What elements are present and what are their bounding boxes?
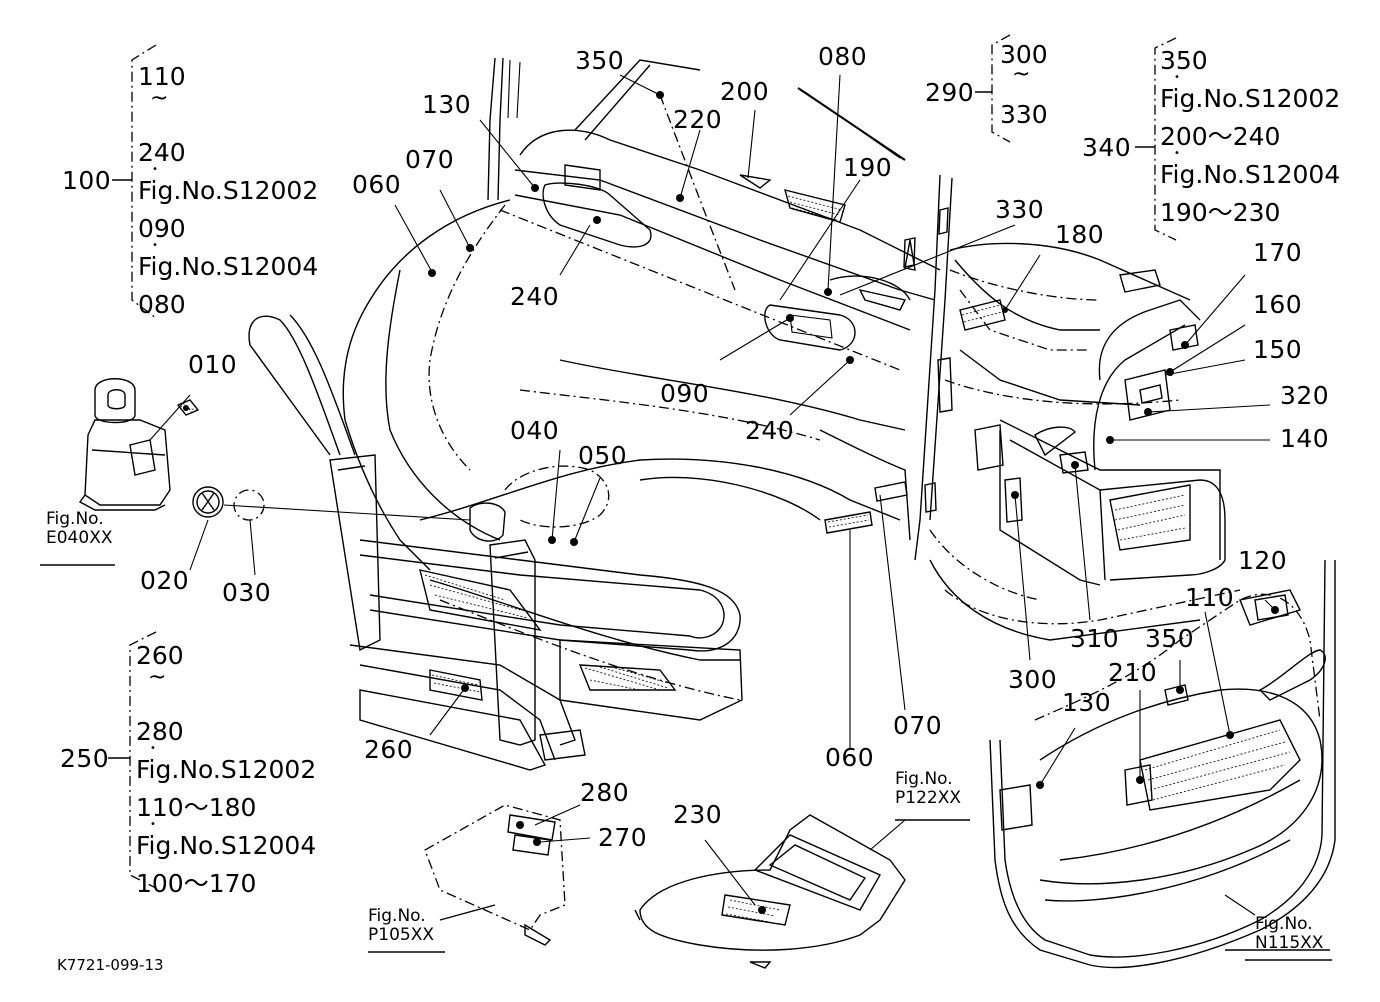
callout-190: 190 — [843, 153, 893, 182]
group-100-line-5: Fig.No.S12004 — [138, 252, 319, 281]
group-100-line-4: 090 — [138, 214, 186, 243]
callout-060-hood: 060 — [825, 743, 875, 772]
drawing-code: K7721-099-13 — [57, 956, 164, 974]
callout-350-top: 350 — [575, 46, 625, 75]
callout-130-top: 130 — [422, 90, 472, 119]
figref-e040: Fig.No. E040XX — [46, 510, 112, 548]
figref-n115-line-1: Fig.No. — [1255, 914, 1313, 934]
figref-p122-line-1: Fig.No. — [895, 769, 953, 789]
group-340-line-1: 350 — [1160, 46, 1208, 75]
group-100-line-3: Fig.No.S12002 — [138, 176, 319, 205]
figref-n115-line-2: N115XX — [1255, 933, 1324, 953]
figref-p105-line-1: Fig.No. — [368, 906, 426, 926]
group-340-list: 350 • Fig.No.S12002 200～240 • Fig.No.S12… — [1160, 46, 1341, 227]
door-part — [989, 559, 1336, 969]
bracket-340 — [1135, 37, 1177, 241]
figref-p105-line-2: P105XX — [368, 925, 434, 945]
callout-050: 050 — [578, 441, 628, 470]
figref-n115: Fig.No. N115XX — [1255, 915, 1323, 953]
group-250-line-3: Fig.No.S12002 — [136, 755, 317, 784]
callout-210: 210 — [1108, 658, 1158, 687]
callout-330: 330 — [995, 195, 1045, 224]
group-250-line-5: Fig.No.S12004 — [136, 831, 317, 860]
group-290-key: 290 — [925, 78, 975, 107]
callout-320: 320 — [1280, 381, 1330, 410]
callout-070-top: 070 — [405, 145, 455, 174]
callout-200: 200 — [720, 77, 770, 106]
group-340-line-3: 200～240 — [1160, 122, 1281, 151]
reservoir-part — [78, 378, 200, 511]
figref-p122-line-2: P122XX — [895, 788, 961, 808]
callout-020: 020 — [140, 566, 190, 595]
brush-guard — [248, 314, 741, 771]
emblem-parts — [189, 486, 471, 576]
callout-060-top: 060 — [352, 170, 402, 199]
group-340-line-2: Fig.No.S12002 — [1160, 84, 1341, 113]
group-340-line-4: Fig.No.S12004 — [1160, 160, 1341, 189]
group-290-line-2: 330 — [1000, 100, 1048, 129]
callout-markers — [183, 91, 1279, 914]
callout-240-top: 240 — [510, 282, 560, 311]
callout-170: 170 — [1253, 238, 1303, 267]
group-250-line-6: 100～170 — [136, 869, 257, 898]
group-100-line-2: 240 — [138, 138, 186, 167]
group-250-list: 260 ~ 280 • Fig.No.S12002 110～180 • Fig.… — [136, 641, 317, 898]
plate-part — [424, 804, 591, 946]
callout-160: 160 — [1253, 290, 1303, 319]
group-100-key: 100 — [62, 166, 112, 195]
panel-part — [634, 814, 970, 969]
callout-310: 310 — [1070, 624, 1120, 653]
callout-140: 140 — [1280, 424, 1330, 453]
group-340-key: 340 — [1082, 133, 1132, 162]
callout-150: 150 — [1253, 335, 1303, 364]
figref-e040-line-2: E040XX — [46, 528, 113, 548]
group-100-line-1: 110 — [138, 62, 186, 91]
callout-120: 120 — [1238, 546, 1288, 575]
callout-300: 300 — [1008, 665, 1058, 694]
callout-010: 010 — [188, 350, 238, 379]
figref-p122: Fig.No. P122XX — [895, 770, 961, 808]
group-250-key: 250 — [60, 744, 110, 773]
bracket-250 — [108, 631, 157, 889]
dashboard — [499, 129, 941, 371]
group-290-list: 300 ~ 330 — [1000, 40, 1048, 129]
group-250-line-1: 260 — [136, 641, 184, 670]
group-250-line-2: 280 — [136, 717, 184, 746]
callout-350-door: 350 — [1145, 624, 1195, 653]
callout-110: 110 — [1185, 583, 1235, 612]
roof-frame — [487, 57, 953, 561]
callout-270: 270 — [598, 823, 648, 852]
callout-130-door: 130 — [1062, 688, 1112, 717]
callout-030: 030 — [222, 578, 272, 607]
bracket-100 — [112, 44, 157, 319]
bracket-290 — [975, 34, 1011, 143]
group-100-line-6: 080 — [138, 290, 186, 319]
callout-240-mid: 240 — [745, 416, 795, 445]
callout-180: 180 — [1055, 220, 1105, 249]
callout-220: 220 — [673, 105, 723, 134]
callout-280: 280 — [580, 778, 630, 807]
callout-090: 090 — [660, 379, 710, 408]
hood — [342, 199, 911, 721]
group-290-line-1: 300 — [1000, 40, 1048, 69]
group-100-list: 110 ~ 240 • Fig.No.S12002 090 • Fig.No.S… — [138, 62, 319, 319]
callout-230: 230 — [673, 800, 723, 829]
callout-080: 080 — [818, 42, 868, 71]
callout-070-hood: 070 — [893, 711, 943, 740]
figref-e040-line-1: Fig.No. — [46, 509, 104, 529]
leader-lines — [394, 74, 1271, 750]
cab-right-side — [903, 207, 1241, 641]
figref-p105: Fig.No. P105XX — [368, 907, 434, 945]
group-250-line-4: 110～180 — [136, 793, 257, 822]
group-340-line-5: 190～230 — [1160, 198, 1281, 227]
callout-040: 040 — [510, 416, 560, 445]
callout-260: 260 — [364, 735, 414, 764]
